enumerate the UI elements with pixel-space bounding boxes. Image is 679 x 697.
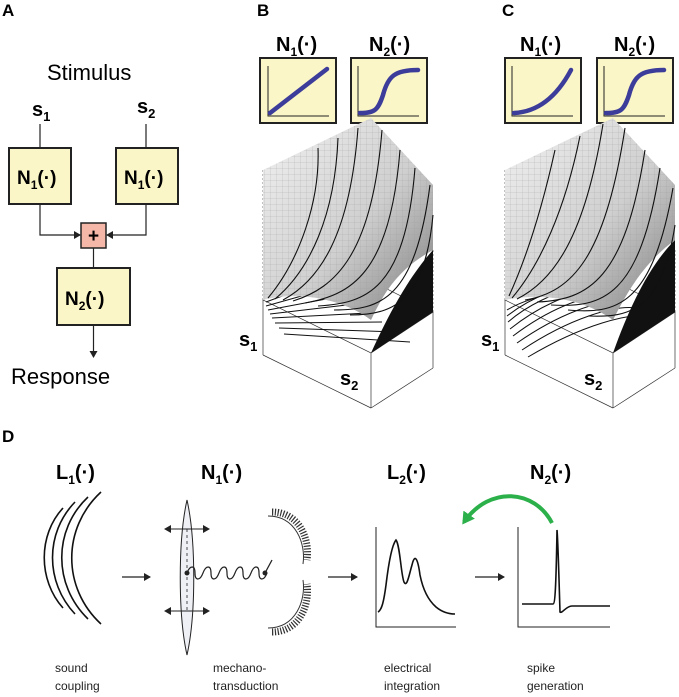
svg-text:s2: s2 — [137, 96, 155, 121]
panel-c-inset-2-title: N2(·) — [614, 34, 655, 59]
panel-c: C N1(·) N2(·) — [481, 1, 676, 409]
feedback-arrow — [462, 494, 554, 525]
nonlinearity-box-output: N2(·) — [56, 267, 131, 326]
panel-b-inset-linear — [259, 57, 337, 124]
svg-text:N1(·): N1(·) — [124, 168, 163, 192]
stage-1-caption-line-2: coupling — [55, 679, 100, 693]
stimulus-label: Stimulus — [47, 60, 131, 85]
stage-2-title: N1(·) — [201, 462, 242, 487]
panel-b-axis-s1: s1 — [239, 329, 257, 354]
panel-b-inset-2-title: N2(·) — [369, 34, 410, 59]
panel-c-inset-expansive — [504, 57, 582, 124]
sound-wave-icon — [43, 491, 102, 625]
panel-d: D L1(·) N1(·) L2(·) N2(·) — [2, 427, 610, 693]
panel-a-letter: A — [2, 1, 14, 20]
panel-b-axis-s2: s2 — [340, 368, 358, 393]
summation-node: + — [80, 222, 107, 249]
response-label: Response — [11, 364, 110, 389]
panel-a: A Stimulus s1 s2 N1(·) N1(·) + N2(·) — [2, 1, 179, 389]
electrical-integration-plot — [375, 527, 456, 628]
stage-4-caption-line-2: generation — [527, 679, 584, 693]
stage-3-title: L2(·) — [387, 462, 426, 487]
nonlinearity-box-right: N1(·) — [115, 147, 179, 205]
panel-c-axis-s1: s1 — [481, 329, 499, 354]
svg-text:s1: s1 — [32, 99, 50, 124]
svg-text:N1(·): N1(·) — [17, 168, 56, 192]
stage-4-caption-line-1: spike — [527, 661, 555, 675]
connector-right-to-sum — [106, 204, 147, 239]
svg-text:+: + — [88, 226, 99, 247]
stage-1-caption-line-1: sound — [55, 661, 88, 675]
input-s2-label: s2 — [137, 96, 155, 121]
panel-b: B N1(·) N2(·) — [239, 1, 434, 409]
panel-c-surface-plot — [504, 118, 676, 409]
nonlinearity-box-left: N1(·) — [8, 147, 72, 205]
panel-b-surface-plot — [262, 118, 434, 409]
panel-c-axis-s2: s2 — [584, 368, 602, 393]
stage-1-title: L1(·) — [56, 462, 95, 487]
stage-2-caption-line-1: mechano- — [213, 661, 266, 675]
panel-c-inset-1-title: N1(·) — [520, 34, 561, 59]
spike-generation-plot — [517, 527, 610, 628]
stage-3-caption-line-1: electrical — [384, 661, 431, 675]
stage-2-caption-line-2: transduction — [213, 679, 278, 693]
panel-c-inset-sigmoid — [596, 57, 674, 124]
input-s1-label: s1 — [32, 99, 50, 124]
stage-3-caption-line-2: integration — [384, 679, 440, 693]
panel-c-letter: C — [502, 1, 514, 20]
mechanotransduction-icon — [164, 499, 312, 656]
panel-b-inset-1-title: N1(·) — [276, 34, 317, 59]
panel-d-letter: D — [2, 427, 14, 446]
svg-text:N2(·): N2(·) — [65, 289, 104, 313]
stage-4-title: N2(·) — [530, 462, 571, 487]
panel-b-inset-sigmoid — [350, 57, 428, 124]
connector-left-to-sum — [39, 204, 81, 239]
panel-b-letter: B — [257, 1, 269, 20]
